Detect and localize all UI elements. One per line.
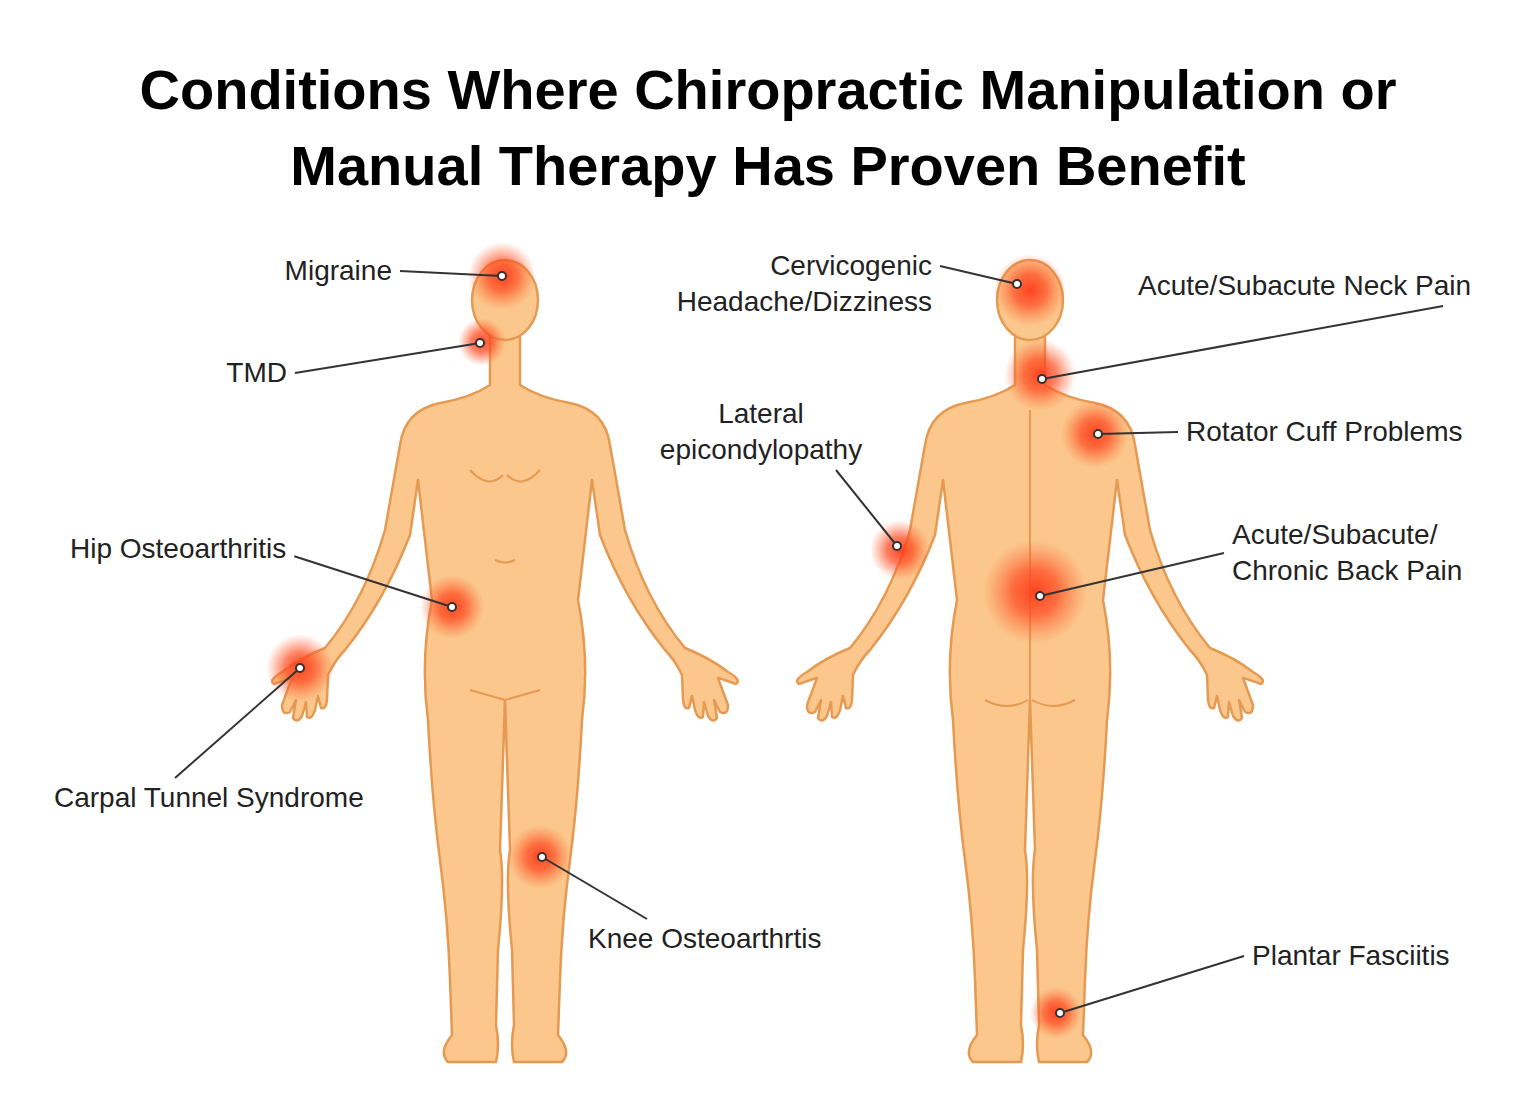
condition-label: Knee Osteoarthrtis: [588, 921, 821, 957]
leader-dot: [1036, 592, 1044, 600]
condition-label: Rotator Cuff Problems: [1186, 414, 1463, 450]
condition-label: Acute/Subacute Neck Pain: [1138, 268, 1471, 304]
back-figure: [797, 260, 1263, 1062]
leader-dot: [538, 853, 546, 861]
condition-label: Migraine: [285, 253, 392, 289]
leader-dot: [1013, 280, 1021, 288]
leader-line: [1040, 553, 1224, 596]
condition-label: Carpal Tunnel Syndrome: [54, 780, 364, 816]
leader-line: [940, 266, 1017, 284]
condition-label: Hip Osteoarthritis: [70, 531, 286, 567]
title: Conditions Where Chiropractic Manipulati…: [58, 52, 1478, 204]
leader-dot: [1038, 375, 1046, 383]
condition-label: TMD: [226, 355, 287, 391]
leader-dot: [498, 272, 506, 280]
condition-label: Acute/Subacute/ Chronic Back Pain: [1232, 517, 1522, 589]
leader-line: [400, 271, 502, 276]
leader-line: [295, 343, 480, 373]
leader-line: [1060, 956, 1244, 1013]
leader-line: [836, 470, 897, 546]
title-block: Conditions Where Chiropractic Manipulati…: [0, 52, 1536, 204]
condition-label: Lateral epicondylopathy: [631, 396, 891, 468]
leader-line: [175, 668, 300, 778]
leader-dot: [893, 542, 901, 550]
leader-dot: [1094, 430, 1102, 438]
pain-glows: [266, 242, 1129, 1039]
leader-dot: [476, 339, 484, 347]
condition-label: Cervicogenic Headache/Dizziness: [632, 248, 932, 320]
leader-line: [294, 556, 452, 607]
condition-label: Plantar Fasciitis: [1252, 938, 1450, 974]
leader-line: [1042, 306, 1443, 379]
leader-dot: [296, 664, 304, 672]
leader-dot: [448, 603, 456, 611]
leader-dot: [1056, 1009, 1064, 1017]
leader-line: [1098, 432, 1178, 434]
leader-line: [542, 857, 647, 919]
